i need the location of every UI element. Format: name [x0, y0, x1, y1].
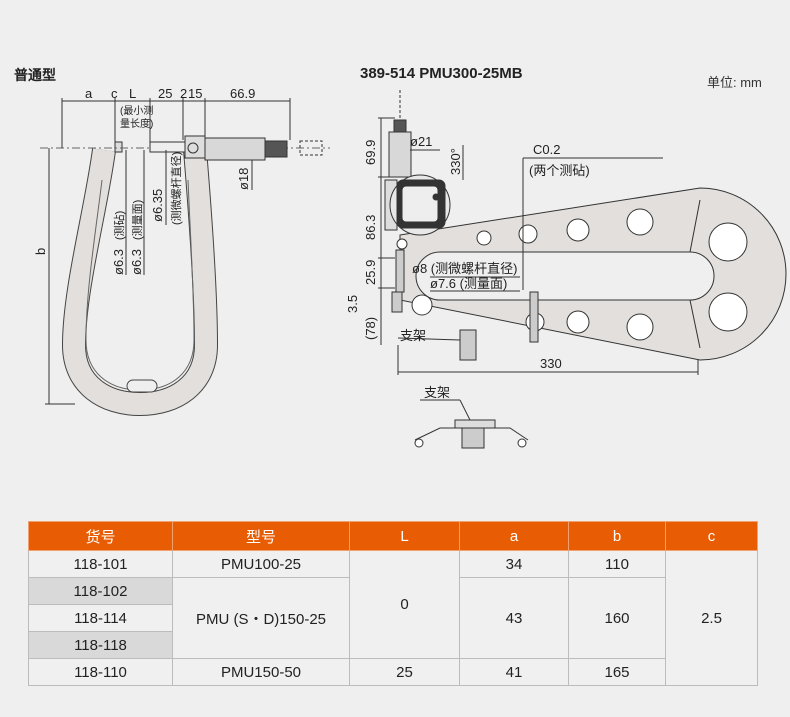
dim-330: 330 [540, 356, 562, 371]
dim-86-3: 86.3 [363, 215, 378, 240]
unit-label: 单位: mm [707, 75, 762, 90]
label-support: 支架 [400, 328, 426, 343]
spec-table: 货号 型号 L a b c 118-101 PMU100-25 0 34 110… [28, 521, 758, 686]
note-face: (测量面) [131, 200, 144, 240]
cell-model: PMU150-50 [172, 658, 350, 686]
cell-L-shared: 0 [349, 550, 460, 659]
cell-code: 118-110 [28, 658, 173, 686]
cell-L: 25 [349, 658, 460, 686]
note-min-length-1: (最小测 [120, 104, 153, 117]
dim-7-6: ø7.6 (测量面) [430, 276, 507, 291]
header-L: L [349, 521, 460, 551]
table-row: 118-118 [28, 631, 758, 659]
cell-a: 41 [459, 658, 569, 686]
dim-18: ø18 [236, 168, 251, 190]
dim-66-9: 66.9 [230, 86, 255, 101]
table-row: 118-102 PMU (S・D)150-25 43 160 [28, 577, 758, 659]
dim-69-9: 69.9 [363, 140, 378, 165]
cell-code: 118-114 [28, 604, 173, 632]
dim-L: L [129, 86, 136, 101]
cell-a: 34 [459, 550, 569, 578]
dim-78: (78) [363, 317, 378, 340]
left-dimension-labels: a c L 25 2 15 66.9 b (最小测 量长度) ø18 ø6.35… [33, 86, 255, 275]
right-drawing-title: 389-514 PMU300-25MB [360, 65, 523, 82]
right-dimension-labels: 69.9 ø21 330° C0.2 (两个测砧) 86.3 25.9 ø8 (… [345, 134, 590, 400]
header-b: b [568, 521, 666, 551]
dim-15: 15 [188, 86, 202, 101]
cell-model: PMU100-25 [172, 550, 350, 578]
dim-25-9: 25.9 [363, 260, 378, 285]
support-view-label: 支架 [424, 385, 450, 400]
dim-6-35: ø6.35 [150, 189, 165, 222]
cell-b: 160 [568, 577, 666, 659]
table-row: 118-101 PMU100-25 0 34 110 2.5 [28, 550, 758, 686]
cell-code: 118-118 [28, 631, 173, 659]
cell-code: 118-102 [28, 577, 173, 605]
dim-25: 25 [158, 86, 172, 101]
note-two-anvils: (两个测砧) [529, 163, 590, 178]
header-code: 货号 [28, 521, 173, 551]
dim-6-3-anvil: ø6.3 [111, 249, 126, 275]
dim-a: a [85, 86, 93, 101]
dim-6-3-face: ø6.3 [129, 249, 144, 275]
cell-a: 43 [459, 577, 569, 659]
note-min-length-2: 量长度) [120, 117, 153, 130]
note-spindle-dia: (测微螺杆直径) [169, 152, 183, 225]
header-a: a [459, 521, 569, 551]
cell-c-shared: 2.5 [665, 550, 758, 686]
dim-c0-2: C0.2 [533, 142, 560, 157]
right-frame-drawing [378, 90, 787, 449]
dim-c: c [111, 86, 118, 101]
dim-21: ø21 [410, 134, 432, 149]
dim-330-deg: 330° [448, 148, 463, 175]
cell-code: 118-101 [28, 550, 173, 578]
table-row: 118-114 [28, 604, 758, 632]
left-frame-drawing [40, 98, 330, 417]
cell-model: PMU (S・D)150-25 [172, 577, 350, 659]
dim-3-5: 3.5 [345, 295, 360, 313]
header-model: 型号 [172, 521, 350, 551]
dim-2: 2 [180, 86, 187, 101]
note-anvil: (测砧) [112, 211, 126, 240]
header-c: c [665, 521, 758, 551]
technical-drawing: a c L 25 2 15 66.9 b (最小测 量长度) ø18 ø6.35… [33, 86, 787, 449]
dim-b: b [33, 248, 48, 255]
cell-b: 110 [568, 550, 666, 578]
table-row: 118-110 PMU150-50 25 41 165 [28, 658, 758, 686]
cell-b: 165 [568, 658, 666, 686]
left-drawing-title: 普通型 [14, 67, 56, 83]
table-header-row: 货号 型号 L a b c [28, 521, 758, 551]
dim-8: ø8 (测微螺杆直径) [412, 261, 517, 276]
